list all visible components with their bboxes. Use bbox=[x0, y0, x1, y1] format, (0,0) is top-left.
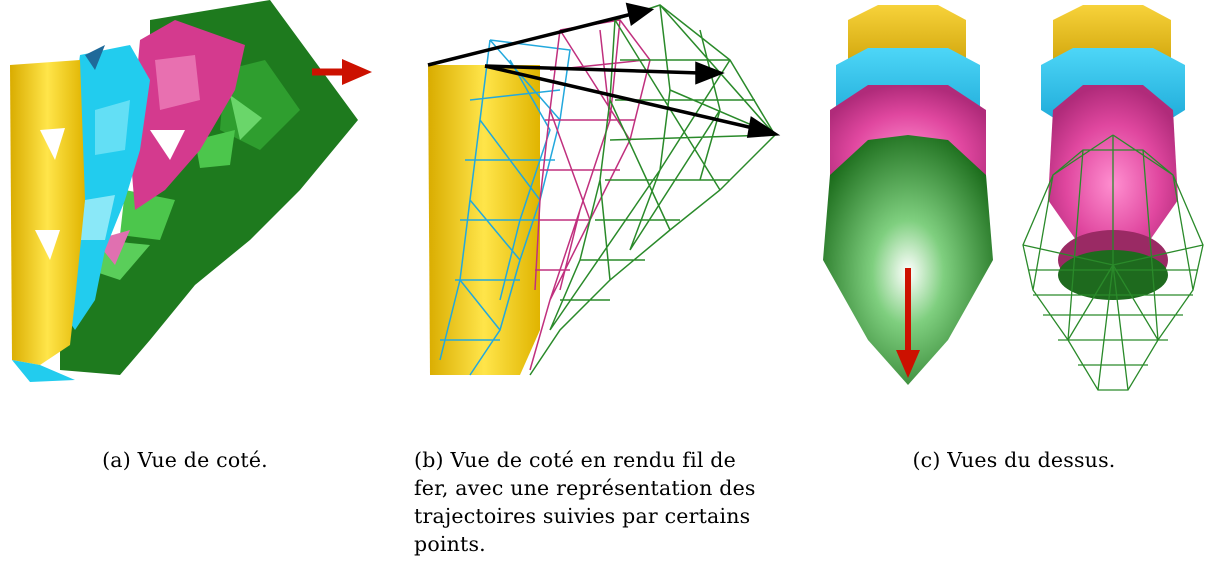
caption-b: (b) Vue de coté en rendu fil de fer, ave… bbox=[414, 446, 766, 558]
caption-text: Vue de coté. bbox=[138, 448, 268, 472]
arrow-head bbox=[628, 5, 650, 23]
caption-tag: (b) bbox=[414, 448, 444, 472]
panel-b-wireframe-view bbox=[410, 0, 790, 420]
caption-c: (c) Vues du dessus. bbox=[820, 446, 1208, 474]
top-view-solid bbox=[823, 5, 993, 385]
caption-line: trajectoires suivies par certains bbox=[414, 502, 766, 530]
caption-line: fer, avec une représentation des bbox=[414, 474, 766, 502]
caption-line: (b) Vue de coté en rendu fil de bbox=[414, 446, 766, 474]
top-view-wireframe bbox=[1023, 5, 1203, 390]
caption-tag: (a) bbox=[102, 448, 131, 472]
caption-tag: (c) bbox=[912, 448, 940, 472]
caption-a: (a) Vue de coté. bbox=[0, 446, 370, 474]
arrow-head bbox=[697, 64, 720, 82]
panel-a-side-view bbox=[0, 0, 380, 420]
caption-text: Vues du dessus. bbox=[947, 448, 1115, 472]
top-views-render bbox=[808, 0, 1208, 420]
panel-c-top-views bbox=[808, 0, 1208, 420]
caption-line: points. bbox=[414, 530, 766, 558]
green-wireframe bbox=[530, 5, 775, 375]
wireframe-render bbox=[410, 0, 790, 420]
side-view-render bbox=[0, 0, 380, 420]
